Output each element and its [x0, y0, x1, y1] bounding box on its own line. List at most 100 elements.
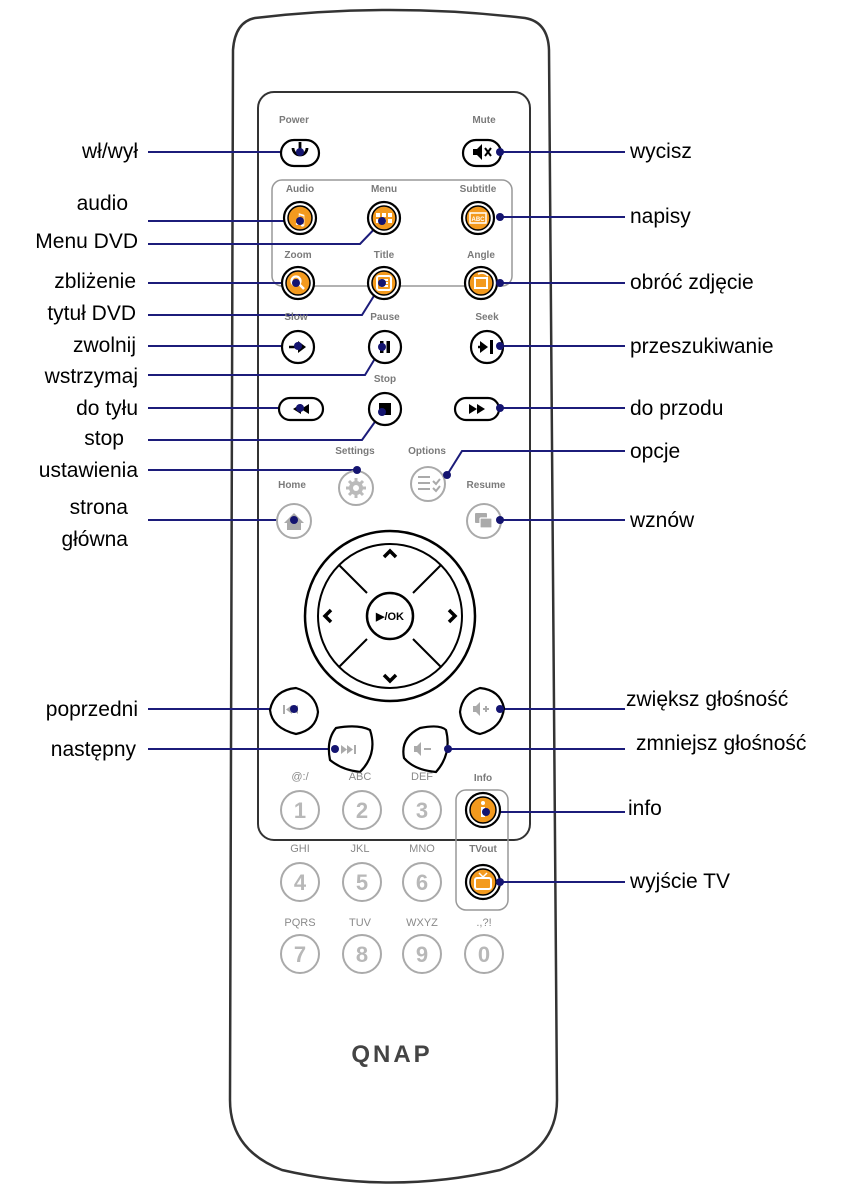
resume-icon — [475, 513, 493, 529]
callout-rotate: obróć zdjęcie — [630, 271, 754, 294]
callout-forward: do przodu — [630, 397, 723, 420]
callout-next: następny — [51, 738, 137, 761]
label-settings: Settings — [335, 446, 375, 457]
key-9[interactable]: 9 — [402, 934, 442, 974]
key-2[interactable]: 2 — [342, 790, 382, 830]
button-labels: Power Mute Audio Menu Subtitle Zoom Titl… — [278, 115, 506, 855]
chevron-up-icon — [382, 548, 398, 559]
svg-text:4: 4 — [294, 870, 307, 895]
label-tvout: TVout — [469, 844, 497, 855]
label-options: Options — [408, 446, 446, 457]
label-stop: Stop — [374, 374, 396, 385]
seek-icon — [478, 340, 493, 354]
resume-button[interactable] — [466, 503, 502, 539]
options-list-icon — [418, 476, 441, 493]
rotate-icon — [474, 272, 489, 289]
callout-seek: przeszukiwanie — [630, 335, 774, 358]
callout-stop: stop — [84, 427, 124, 450]
dpad-left-button[interactable] — [322, 608, 333, 624]
forward-icon — [469, 404, 485, 414]
key-8[interactable]: 8 — [342, 934, 382, 974]
label-angle: Angle — [467, 250, 495, 261]
next-icon — [341, 745, 356, 754]
settings-button[interactable] — [338, 470, 374, 506]
callout-zoom: zbliżenie — [54, 270, 136, 293]
callout-vol-up: zwiększ głośność — [626, 688, 788, 711]
callout-menu-dvd: Menu DVD — [35, 230, 138, 253]
keypad-letters: @:/ ABC DEF GHI JKL MNO PQRS TUV WXYZ .,… — [284, 771, 491, 929]
key-letters-5: JKL — [351, 843, 370, 855]
key-7[interactable]: 7 — [280, 934, 320, 974]
tvout-button[interactable] — [464, 863, 502, 901]
dpad-right-button[interactable] — [447, 608, 458, 624]
dpad-down-button[interactable] — [382, 673, 398, 684]
info-group-frame — [455, 789, 509, 911]
svg-text:2: 2 — [356, 798, 368, 823]
key-letters-3: DEF — [411, 771, 433, 783]
gear-icon — [346, 478, 366, 498]
callout-options: opcje — [630, 440, 680, 463]
key-6[interactable]: 6 — [402, 862, 442, 902]
svg-text:8: 8 — [356, 942, 368, 967]
volume-down-button[interactable] — [402, 725, 449, 774]
callout-subtitle: napisy — [630, 205, 691, 228]
tv-icon — [474, 872, 492, 890]
key-1[interactable]: 1 — [280, 790, 320, 830]
key-letters-7: PQRS — [284, 917, 315, 929]
label-pause: Pause — [370, 312, 400, 323]
seek-button[interactable] — [469, 329, 505, 365]
key-4[interactable]: 4 — [280, 862, 320, 902]
key-letters-8: TUV — [349, 917, 372, 929]
label-zoom: Zoom — [284, 250, 311, 261]
volume-up-button[interactable] — [458, 686, 506, 736]
svg-text:9: 9 — [416, 942, 428, 967]
next-button[interactable] — [327, 725, 374, 774]
key-0[interactable]: 0 — [464, 934, 504, 974]
key-letters-4: GHI — [290, 843, 310, 855]
label-slow: Slow — [284, 312, 308, 323]
label-info: Info — [474, 773, 492, 784]
options-button[interactable] — [410, 466, 446, 502]
label-home: Home — [278, 480, 306, 491]
key-letters-2: ABC — [349, 771, 372, 783]
subtitle-icon: ABC — [469, 212, 487, 224]
callout-tvout: wyjście TV — [629, 870, 730, 893]
callout-mute: wycisz — [629, 140, 692, 163]
callout-dots — [290, 148, 504, 886]
svg-text:1: 1 — [294, 798, 306, 823]
label-audio: Audio — [286, 184, 314, 195]
ok-button[interactable]: ▶/OK — [365, 591, 415, 641]
svg-text:0: 0 — [478, 942, 490, 967]
mute-button[interactable] — [461, 138, 503, 168]
callout-resume: wznów — [629, 509, 695, 532]
label-power: Power — [279, 115, 309, 126]
chevron-left-icon — [322, 608, 333, 624]
dpad-up-button[interactable] — [382, 548, 398, 559]
label-subtitle: Subtitle — [460, 184, 497, 195]
svg-text:ABC: ABC — [472, 217, 486, 223]
callout-info: info — [628, 797, 662, 820]
label-resume: Resume — [467, 480, 506, 491]
brand-logo: QNAP — [351, 1041, 432, 1068]
callout-power: wł/wył — [81, 140, 138, 163]
key-letters-6: MNO — [409, 843, 435, 855]
mute-icon — [473, 144, 492, 160]
key-5[interactable]: 5 — [342, 862, 382, 902]
callout-audio: audio — [77, 192, 128, 215]
callout-settings: ustawienia — [39, 459, 139, 482]
key-3[interactable]: 3 — [402, 790, 442, 830]
volume-down-icon — [414, 742, 431, 756]
key-letters-0: .,?! — [476, 917, 491, 929]
callout-slow: zwolnij — [73, 334, 136, 357]
callout-lines — [148, 151, 625, 883]
chevron-down-icon — [382, 673, 398, 684]
stop-button[interactable] — [367, 391, 403, 427]
svg-text:3: 3 — [416, 798, 428, 823]
forward-button[interactable] — [453, 396, 501, 422]
audio-button[interactable]: ♫ — [282, 200, 318, 236]
callout-previous: poprzedni — [46, 698, 138, 721]
subtitle-button[interactable]: ABC — [460, 200, 496, 236]
callout-vol-down: zmniejsz głośność — [636, 732, 806, 755]
angle-button[interactable] — [463, 265, 499, 301]
callout-pause: wstrzymaj — [44, 365, 138, 388]
